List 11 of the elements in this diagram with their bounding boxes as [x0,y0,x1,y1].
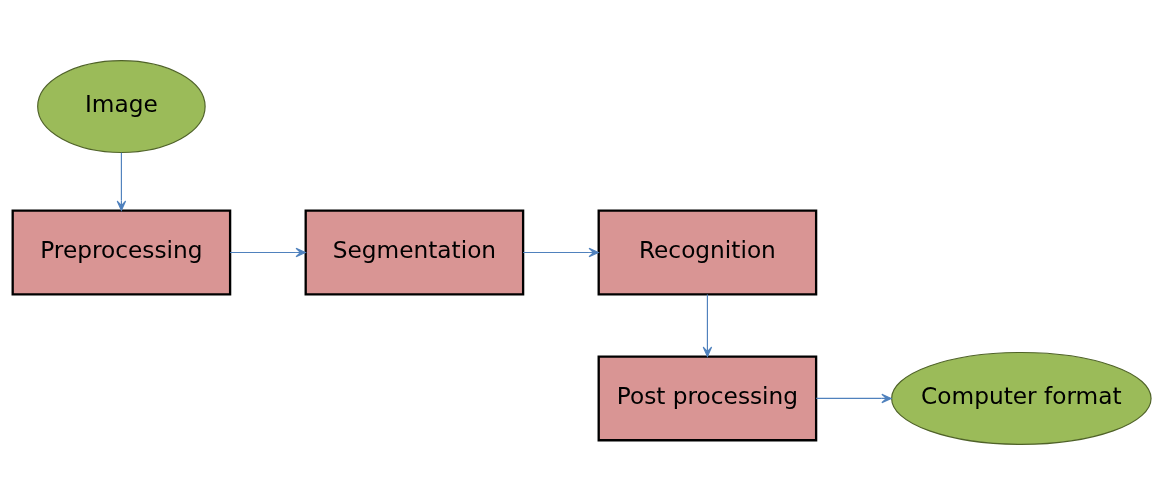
node-box: Post processing [597,354,818,441]
arrow [815,393,892,403]
arrow [116,151,127,211]
node-ellipse: Image [37,59,206,153]
node-ellipse: Computer format [891,351,1152,445]
arrow [229,247,306,257]
arrow [522,247,599,257]
node-box: Preprocessing [11,208,232,296]
arrow [702,293,713,357]
node-box: Segmentation [304,208,525,296]
node-box: Recognition [597,208,818,296]
